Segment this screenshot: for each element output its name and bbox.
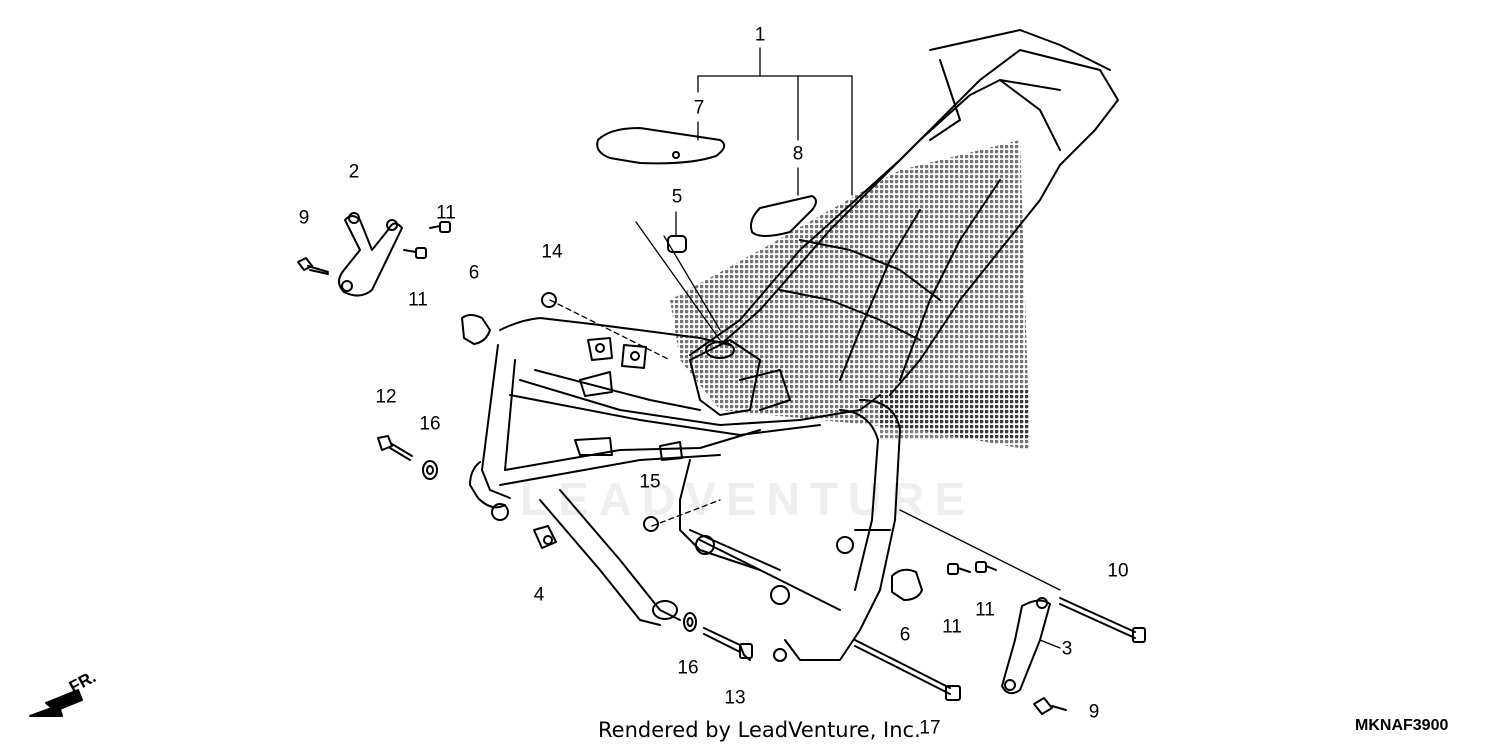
callout-11-lower-a[interactable]: 11: [942, 616, 962, 638]
leader-lines: [549, 47, 1061, 649]
front-arrow-icon: [29, 689, 83, 717]
callout-9-upper[interactable]: 9: [298, 207, 310, 229]
callout-10[interactable]: 10: [1107, 560, 1129, 582]
part-6-collar-upper: [461, 314, 491, 345]
part-3-bracket: [1001, 597, 1051, 695]
callout-12[interactable]: 12: [375, 386, 397, 408]
callout-17[interactable]: 17: [919, 717, 941, 739]
callout-1[interactable]: 1: [754, 24, 766, 46]
callout-6-lower[interactable]: 6: [899, 624, 911, 646]
footer-credit: Rendered by LeadVenture, Inc.: [598, 718, 921, 742]
callout-2[interactable]: 2: [348, 161, 360, 183]
diagram-code: MKNAF3900: [1355, 717, 1449, 734]
callout-11-lower-b[interactable]: 11: [975, 599, 995, 621]
callout-6-upper[interactable]: 6: [468, 262, 480, 284]
callout-9-lower[interactable]: 9: [1088, 701, 1100, 723]
callout-5[interactable]: 5: [671, 186, 683, 208]
part-7-plate: [596, 127, 726, 165]
callout-7[interactable]: 7: [693, 97, 705, 119]
bolts: [297, 221, 1146, 715]
callout-13[interactable]: 13: [724, 687, 746, 709]
part-6-collar-lower: [891, 568, 923, 601]
callout-3[interactable]: 3: [1061, 638, 1073, 660]
part-8-plate: [750, 195, 817, 237]
frame-main: [469, 29, 1119, 662]
callout-11-upper-a[interactable]: 11: [436, 202, 456, 224]
callout-4[interactable]: 4: [533, 584, 545, 606]
logo-watermark: [670, 140, 1030, 450]
callout-8[interactable]: 8: [792, 143, 804, 165]
callout-15[interactable]: 15: [639, 471, 661, 493]
part-5-collar: [667, 235, 687, 253]
part-2-bracket: [338, 212, 403, 297]
callout-16-upper[interactable]: 16: [419, 413, 441, 435]
callout-14[interactable]: 14: [541, 241, 563, 263]
callout-16-lower[interactable]: 16: [677, 657, 699, 679]
callout-11-upper-b[interactable]: 11: [408, 289, 428, 311]
watermark-text: LEADVENTURE: [520, 473, 976, 525]
